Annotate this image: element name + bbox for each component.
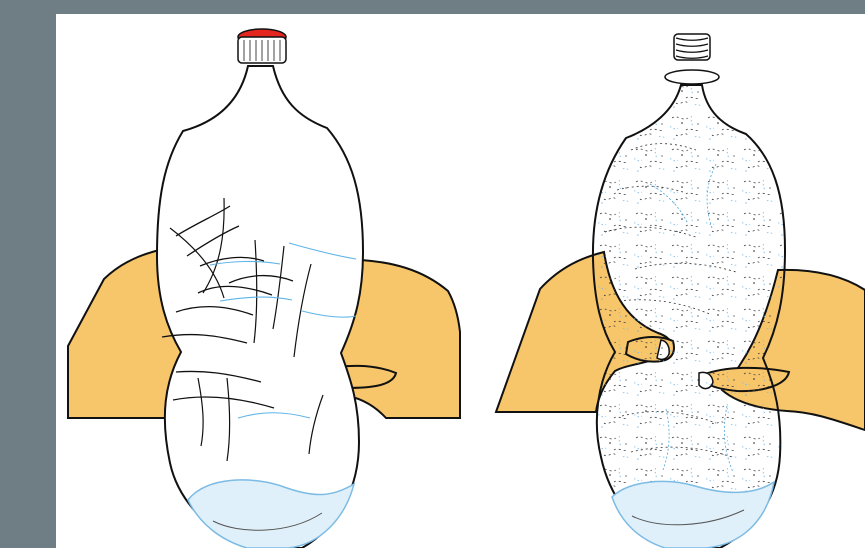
bottle-neck-ring-icon <box>665 70 719 84</box>
two-bottles-illustration <box>56 14 865 548</box>
water-right <box>612 481 774 548</box>
illustration-panel <box>56 14 865 548</box>
bottle-outline-right <box>593 85 785 548</box>
bottle-outline-left <box>157 66 363 548</box>
uncapped-bottle-icon <box>593 34 785 548</box>
capped-bottle-icon <box>157 29 363 548</box>
